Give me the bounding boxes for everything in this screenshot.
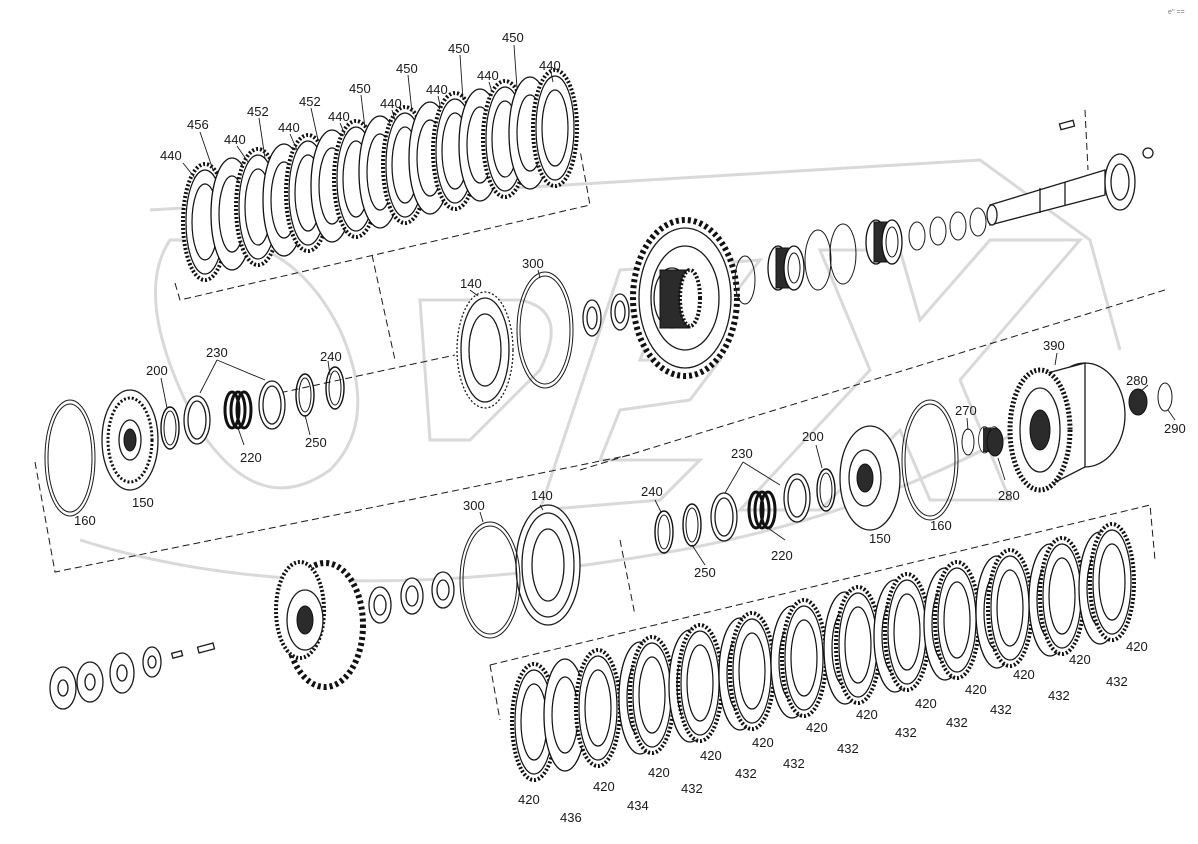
lower-gear bbox=[274, 560, 366, 690]
label-440: 440 bbox=[539, 58, 561, 73]
large-gear-top bbox=[630, 207, 987, 379]
label-432: 432 bbox=[783, 756, 805, 771]
label-220: 220 bbox=[771, 548, 793, 563]
label-230: 230 bbox=[731, 446, 753, 461]
label-220: 220 bbox=[240, 450, 262, 465]
label-420: 420 bbox=[518, 792, 540, 807]
label-420: 420 bbox=[856, 707, 878, 722]
label-150: 150 bbox=[869, 531, 891, 546]
label-300: 300 bbox=[522, 256, 544, 271]
label-420: 420 bbox=[700, 748, 722, 763]
label-270: 270 bbox=[955, 403, 977, 418]
label-200: 200 bbox=[802, 429, 824, 444]
part-labels: e'' == 440 456 440 452 440 452 440 450 4… bbox=[74, 9, 1186, 825]
label-432: 432 bbox=[1106, 674, 1128, 689]
label-300: 300 bbox=[463, 498, 485, 513]
label-440: 440 bbox=[380, 96, 402, 111]
label-450: 450 bbox=[349, 81, 371, 96]
label-432: 432 bbox=[946, 715, 968, 730]
label-140: 140 bbox=[531, 488, 553, 503]
label-420: 420 bbox=[648, 765, 670, 780]
label-250: 250 bbox=[694, 565, 716, 580]
label-432: 432 bbox=[895, 725, 917, 740]
label-160: 160 bbox=[74, 513, 96, 528]
label-450: 450 bbox=[502, 30, 524, 45]
label-432: 432 bbox=[735, 766, 757, 781]
label-290: 290 bbox=[1164, 421, 1186, 436]
label-440: 440 bbox=[278, 120, 300, 135]
left-piston-group bbox=[44, 366, 345, 517]
label-440: 440 bbox=[224, 132, 246, 147]
leader-lines bbox=[160, 44, 1176, 566]
label-420: 420 bbox=[915, 696, 937, 711]
label-230: 230 bbox=[206, 345, 228, 360]
label-150: 150 bbox=[132, 495, 154, 510]
label-432: 432 bbox=[1048, 688, 1070, 703]
small-washers bbox=[49, 642, 216, 710]
center-plates bbox=[456, 271, 630, 409]
label-420: 420 bbox=[965, 682, 987, 697]
label-160: 160 bbox=[930, 518, 952, 533]
clutch-drum bbox=[961, 362, 1173, 493]
label-432: 432 bbox=[990, 702, 1012, 717]
lower-plates bbox=[368, 504, 581, 639]
label-452: 452 bbox=[299, 94, 321, 109]
label-420: 420 bbox=[806, 720, 828, 735]
label-420: 420 bbox=[1013, 667, 1035, 682]
label-450: 450 bbox=[448, 41, 470, 56]
dashed-guide-lines bbox=[34, 109, 1166, 721]
label-440: 440 bbox=[477, 68, 499, 83]
label-240: 240 bbox=[320, 349, 342, 364]
corner-mark: e'' == bbox=[1168, 9, 1185, 16]
label-280: 280 bbox=[1126, 373, 1148, 388]
label-432: 432 bbox=[681, 781, 703, 796]
label-452: 452 bbox=[247, 104, 269, 119]
label-440: 440 bbox=[160, 148, 182, 163]
label-440: 440 bbox=[426, 82, 448, 97]
label-456: 456 bbox=[187, 117, 209, 132]
label-434: 434 bbox=[627, 798, 649, 813]
label-420: 420 bbox=[1126, 639, 1148, 654]
label-440: 440 bbox=[328, 109, 350, 124]
label-280: 280 bbox=[998, 488, 1020, 503]
label-200: 200 bbox=[146, 363, 168, 378]
right-piston-group bbox=[654, 399, 959, 554]
label-420: 420 bbox=[1069, 652, 1091, 667]
output-shaft bbox=[986, 119, 1154, 226]
label-420: 420 bbox=[752, 735, 774, 750]
label-140: 140 bbox=[460, 276, 482, 291]
label-432: 432 bbox=[837, 741, 859, 756]
label-450: 450 bbox=[396, 61, 418, 76]
label-390: 390 bbox=[1043, 338, 1065, 353]
label-436: 436 bbox=[560, 810, 582, 825]
label-250: 250 bbox=[305, 435, 327, 450]
label-240: 240 bbox=[641, 484, 663, 499]
label-420: 420 bbox=[593, 779, 615, 794]
